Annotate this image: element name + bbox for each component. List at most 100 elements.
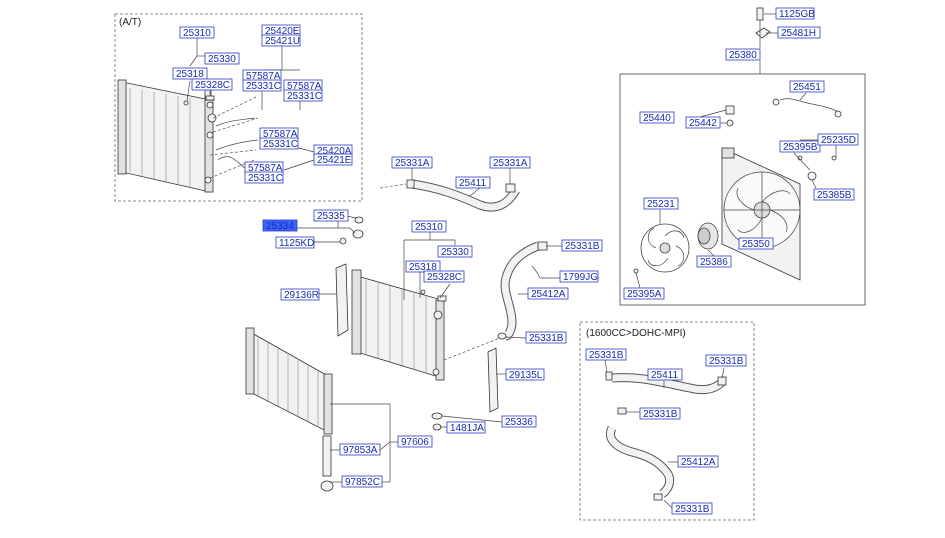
svg-text:25412A: 25412A xyxy=(681,457,716,468)
part-label-25481h[interactable]: 25481H xyxy=(777,26,821,39)
part-label-25331b-lower[interactable]: 25331B xyxy=(525,331,567,344)
part-label-dohc-25331b-3[interactable]: 25331B xyxy=(639,407,681,420)
svg-text:25331C: 25331C xyxy=(248,173,283,184)
part-label-25451[interactable]: 25451 xyxy=(789,80,825,93)
part-label-25336[interactable]: 25336 xyxy=(501,415,537,428)
svg-text:25331B: 25331B xyxy=(529,333,564,344)
svg-text:25318: 25318 xyxy=(409,262,437,273)
svg-text:25442: 25442 xyxy=(689,118,717,129)
svg-text:25318: 25318 xyxy=(176,69,204,80)
part-label-25328c-at[interactable]: 25328C xyxy=(191,78,233,91)
svg-text:25334: 25334 xyxy=(266,221,294,232)
svg-text:25395B: 25395B xyxy=(783,142,818,153)
svg-text:1125GB: 1125GB xyxy=(779,9,815,20)
svg-text:25331B: 25331B xyxy=(675,504,710,515)
svg-text:25412A: 25412A xyxy=(531,289,566,300)
svg-text:25331B: 25331B xyxy=(643,409,678,420)
svg-text:25380: 25380 xyxy=(729,50,757,61)
part-label-25331c-2[interactable]: 25331C xyxy=(283,89,323,102)
svg-text:25331C: 25331C xyxy=(263,139,298,150)
part-label-25411[interactable]: 25411 xyxy=(455,176,491,189)
part-label-dohc-25331b-1[interactable]: 25331B xyxy=(585,348,627,361)
part-label-1125kd[interactable]: 1125KD xyxy=(275,236,314,249)
part-label-25330[interactable]: 25330 xyxy=(437,245,473,258)
part-label-25318-at[interactable]: 25318 xyxy=(172,67,208,80)
svg-text:25310: 25310 xyxy=(415,222,443,233)
part-label-dohc-25331b-2[interactable]: 25331B xyxy=(705,354,747,367)
svg-text:57587A: 57587A xyxy=(263,129,298,140)
part-label-25331c-3[interactable]: 25331C xyxy=(259,137,299,150)
part-label-1799jg[interactable]: 1799JG xyxy=(559,270,599,283)
svg-text:1799JG: 1799JG xyxy=(563,272,598,283)
svg-text:25231: 25231 xyxy=(647,199,675,210)
svg-text:25420A: 25420A xyxy=(317,146,352,157)
part-label-25395b[interactable]: 25395B xyxy=(779,140,821,153)
svg-text:25350: 25350 xyxy=(742,239,770,250)
part-label-25395a[interactable]: 25395A xyxy=(623,287,665,300)
part-label-25235d[interactable]: 25235D xyxy=(817,133,859,146)
part-label-25310-at[interactable]: 25310 xyxy=(179,26,215,39)
part-label-25335[interactable]: 25335 xyxy=(313,209,349,222)
svg-text:25336: 25336 xyxy=(505,417,533,428)
part-label-25318[interactable]: 25318 xyxy=(405,260,441,273)
svg-text:25331C: 25331C xyxy=(287,91,322,102)
svg-text:25330: 25330 xyxy=(441,247,469,258)
svg-text:25310: 25310 xyxy=(183,28,211,39)
part-label-25310[interactable]: 25310 xyxy=(411,220,447,233)
svg-text:25481H: 25481H xyxy=(781,28,816,39)
part-label-25331c-4[interactable]: 25331C xyxy=(244,171,284,184)
svg-text:25411: 25411 xyxy=(651,370,679,381)
svg-text:1125KD: 1125KD xyxy=(279,238,314,249)
part-label-25421e[interactable]: 25421E xyxy=(313,153,353,166)
part-label-25380[interactable]: 25380 xyxy=(725,48,761,61)
svg-text:25331B: 25331B xyxy=(589,350,624,361)
part-label-25231[interactable]: 25231 xyxy=(643,197,679,210)
part-label-25350[interactable]: 25350 xyxy=(738,237,774,250)
dohc-section-label: (1600CC>DOHC-MPI) xyxy=(586,328,686,339)
part-label-25331c-1[interactable]: 25331C xyxy=(242,79,282,92)
part-label-25421u[interactable]: 25421U xyxy=(261,34,301,47)
part-label-dohc-25411[interactable]: 25411 xyxy=(647,368,683,381)
svg-text:25421U: 25421U xyxy=(265,36,300,47)
part-label-25331b-upper[interactable]: 25331B xyxy=(561,239,603,252)
part-label-25440[interactable]: 25440 xyxy=(639,111,675,124)
part-label-25385b[interactable]: 25385B xyxy=(813,188,855,201)
part-label-25330-at[interactable]: 25330 xyxy=(204,52,240,65)
part-label-1125gb[interactable]: 1125GB xyxy=(775,7,815,20)
part-label-25334[interactable]: 25334 xyxy=(262,219,298,232)
svg-text:29136R: 29136R xyxy=(284,290,319,301)
part-label-dohc-25412a[interactable]: 25412A xyxy=(677,455,719,468)
part-label-25412a[interactable]: 25412A xyxy=(527,287,569,300)
part-label-25442[interactable]: 25442 xyxy=(685,116,721,129)
part-label-29135l[interactable]: 29135L xyxy=(505,368,545,381)
part-label-25331a-left[interactable]: 25331A xyxy=(391,156,433,169)
part-label-97853a[interactable]: 97853A xyxy=(339,443,381,456)
part-label-25328c[interactable]: 25328C xyxy=(423,270,465,283)
part-label-25331a-right[interactable]: 25331A xyxy=(489,156,531,169)
dohc-section-frame xyxy=(579,321,755,521)
svg-text:57587A: 57587A xyxy=(287,81,322,92)
svg-text:57587A: 57587A xyxy=(246,71,281,82)
svg-text:25331C: 25331C xyxy=(246,81,281,92)
main-radiator-drawing xyxy=(339,216,447,381)
fan-shroud-section-frame xyxy=(619,73,866,306)
at-radiator-drawing xyxy=(117,79,259,193)
svg-text:25451: 25451 xyxy=(793,82,821,93)
svg-text:1481JA: 1481JA xyxy=(450,423,484,434)
svg-text:97852C: 97852C xyxy=(345,477,380,488)
part-label-29136r[interactable]: 29136R xyxy=(280,288,320,301)
part-label-dohc-25331b-4[interactable]: 25331B xyxy=(671,502,713,515)
part-label-25386[interactable]: 25386 xyxy=(696,255,732,268)
svg-text:97606: 97606 xyxy=(401,437,429,448)
part-label-1481ja[interactable]: 1481JA xyxy=(446,421,486,434)
condenser-drawing xyxy=(245,327,334,492)
part-label-97852c[interactable]: 97852C xyxy=(341,475,383,488)
svg-text:25335: 25335 xyxy=(317,211,345,222)
part-label-97606[interactable]: 97606 xyxy=(397,435,433,448)
svg-text:57587A: 57587A xyxy=(248,163,283,174)
dohc-hoses-drawing xyxy=(605,371,727,501)
svg-text:25386: 25386 xyxy=(700,257,728,268)
upper-hose-drawing xyxy=(379,179,520,212)
